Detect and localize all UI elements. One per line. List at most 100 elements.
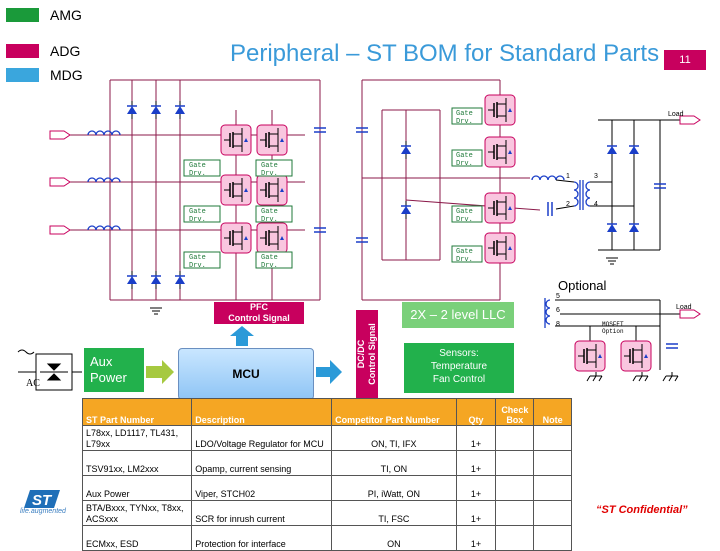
header-st-part-number: ST Part Number	[81, 398, 193, 426]
cell-description: LDO/Voltage Regulator for MCU	[191, 425, 333, 451]
sensors-block: Sensors: Temperature Fan Control	[404, 343, 514, 393]
cell-note[interactable]	[533, 475, 572, 501]
ac-input-symbol	[17, 349, 82, 391]
cell-description: Protection for interface	[191, 525, 333, 551]
pfc-label-line2: Control Signal	[228, 313, 290, 323]
cell-description: Opamp, current sensing	[191, 450, 333, 476]
cell-check-box[interactable]	[495, 425, 535, 451]
optional-pin-6: 6	[556, 307, 560, 314]
load-label-top: Load	[668, 111, 684, 118]
optional-grounds	[586, 371, 679, 382]
cell-qty: 1+	[455, 425, 497, 451]
svg-text:Drv.: Drv.	[456, 256, 473, 264]
svg-text:Drv.: Drv.	[261, 216, 278, 224]
cell-description: SCR for inrush current	[191, 500, 333, 526]
pfc-control-signal-label: PFC Control Signal	[214, 302, 304, 324]
dcdc-label-line2: Control Signal	[367, 323, 377, 385]
bom-table: ST Part Number Description Competitor Pa…	[81, 398, 572, 551]
svg-text:Drv.: Drv.	[261, 262, 278, 270]
aux-power-line2: Power	[90, 370, 127, 385]
table-row: Aux Power Viper, STCH02 PI, iWatt, ON 1+	[81, 475, 572, 501]
svg-text:Gate: Gate	[456, 208, 473, 216]
svg-text:ST: ST	[32, 492, 53, 509]
llc-label: 2X – 2 level LLC	[402, 302, 514, 328]
cell-note[interactable]	[533, 425, 572, 451]
table-row: BTA/Bxxx, TYNxx, T8xx, ACSxxx SCR for in…	[81, 500, 572, 526]
arrow-aux-to-mcu	[146, 360, 174, 384]
cell-competitor: PI, iWatt, ON	[331, 475, 457, 501]
svg-text:Gate: Gate	[261, 208, 278, 216]
cell-check-box[interactable]	[495, 475, 535, 501]
svg-text:Drv.: Drv.	[456, 118, 473, 126]
cell-qty: 1+	[455, 525, 497, 551]
svg-text:Drv.: Drv.	[189, 216, 206, 224]
cell-part: TSV91xx, LM2xxx	[81, 450, 193, 476]
svg-text:Gate: Gate	[261, 162, 278, 170]
header-description: Description	[191, 398, 333, 426]
table-row: L78xx, LD1117, TL431, L79xx LDO/Voltage …	[81, 425, 572, 451]
svg-text:Gate: Gate	[189, 208, 206, 216]
legend-label-adg: ADG	[50, 43, 81, 59]
cell-qty: 1+	[455, 475, 497, 501]
pfc-label-line1: PFC	[250, 302, 268, 312]
legend-swatch-mdg	[6, 68, 39, 82]
mcu-block: MCU	[178, 348, 314, 400]
cell-note[interactable]	[533, 500, 572, 526]
sensors-line1: Sensors:	[439, 348, 479, 359]
load-arrow-top	[679, 115, 701, 125]
transformer-pin-2: 2	[566, 201, 570, 208]
st-tagline: life.augmented	[20, 508, 66, 515]
dcdc-control-signal-label: DC/DC Control Signal	[356, 310, 378, 398]
transformer	[573, 180, 591, 210]
svg-text:Gate: Gate	[189, 254, 206, 262]
transformer-pin-1: 1	[566, 173, 570, 180]
cell-check-box[interactable]	[495, 450, 535, 476]
transformer-pin-4: 4	[594, 201, 598, 208]
optional-label: Optional	[558, 278, 607, 293]
cell-qty: 1+	[455, 500, 497, 526]
cell-note[interactable]	[533, 525, 572, 551]
cell-competitor: TI, ON	[331, 450, 457, 476]
st-logo: ST	[24, 490, 60, 509]
svg-text:Drv.: Drv.	[456, 216, 473, 224]
confidential-label: “ST Confidential”	[596, 504, 688, 516]
svg-text:Gate: Gate	[189, 162, 206, 170]
dcdc-label-line1: DC/DC	[356, 339, 366, 369]
optional-mosfets	[574, 340, 652, 372]
svg-text:Gate: Gate	[456, 110, 473, 118]
load-arrow-bottom	[679, 309, 701, 319]
arrow-mcu-to-dcdc	[316, 360, 342, 384]
cell-check-box[interactable]	[495, 500, 535, 526]
cell-description: Viper, STCH02	[191, 475, 333, 501]
llc-series-cap	[547, 202, 553, 216]
legend-swatch-adg	[6, 44, 39, 58]
cell-part: Aux Power	[81, 475, 193, 501]
cell-part: L78xx, LD1117, TL431, L79xx	[81, 425, 193, 451]
mosfet-option-line1: MOSFET	[602, 321, 624, 328]
transformer-pin-3: 3	[594, 173, 598, 180]
mosfet-option-line2: Option	[602, 328, 624, 335]
svg-text:Drv.: Drv.	[189, 262, 206, 270]
legend-label-mdg: MDG	[50, 67, 83, 83]
svg-text:Gate: Gate	[456, 152, 473, 160]
bom-header-row: ST Part Number Description Competitor Pa…	[81, 398, 572, 426]
legend-swatch-amg	[6, 8, 39, 22]
llc-gate-drivers	[451, 107, 483, 263]
cell-competitor: ON	[331, 525, 457, 551]
page-number-badge: 11	[664, 50, 706, 70]
sensors-line2: Temperature	[430, 361, 488, 372]
table-row: ECMxx, ESD Protection for interface ON 1…	[81, 525, 572, 551]
svg-text:Drv.: Drv.	[456, 160, 473, 168]
arrow-mcu-to-pfc	[230, 326, 254, 346]
pfc-input-arrows	[49, 130, 71, 235]
header-check-box: Check Box	[495, 398, 535, 426]
pfc-mosfets	[220, 124, 288, 254]
cell-note[interactable]	[533, 450, 572, 476]
slide-title: Peripheral – ST BOM for Standard Parts	[230, 40, 660, 67]
svg-text:Drv.: Drv.	[261, 170, 278, 178]
legend-label-amg: AMG	[50, 7, 82, 23]
cell-check-box[interactable]	[495, 525, 535, 551]
llc-resonant-inductor	[531, 175, 565, 181]
